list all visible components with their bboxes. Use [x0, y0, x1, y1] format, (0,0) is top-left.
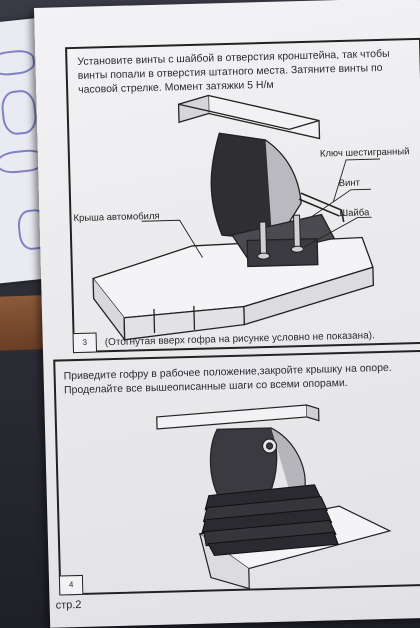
callout-washer: Шайба	[339, 207, 370, 220]
callout-car-roof: Крыша автомобиля	[73, 210, 160, 225]
crossbar-drawing-step4	[156, 404, 320, 430]
hex-key-drawing	[298, 192, 345, 223]
step-4-panel: Приведите гофру в рабочее положение,закр…	[53, 349, 420, 596]
step-4-illustration	[156, 404, 392, 590]
bellows-drawing	[201, 484, 339, 556]
step-3-panel: Установите винты с шайбой в отверстия кр…	[65, 37, 420, 354]
instruction-page: Установите винты с шайбой в отверстия кр…	[34, 0, 420, 628]
crossbar-drawing	[177, 94, 321, 140]
roof-rack-foot-drawing	[210, 132, 336, 268]
callout-hex-key: Ключ шестигранный	[319, 146, 410, 160]
step-3-illustration	[92, 94, 381, 342]
roof-rack-foot-drawing-step4	[209, 427, 306, 498]
screws-drawing	[257, 214, 304, 260]
step-3-number: 3	[72, 332, 98, 354]
page-number: стр.2	[55, 598, 82, 612]
step-4-number: 4	[58, 574, 84, 596]
car-roof-drawing	[92, 236, 375, 342]
callout-screw: Винт	[338, 177, 361, 190]
callout-leaders	[141, 158, 381, 258]
